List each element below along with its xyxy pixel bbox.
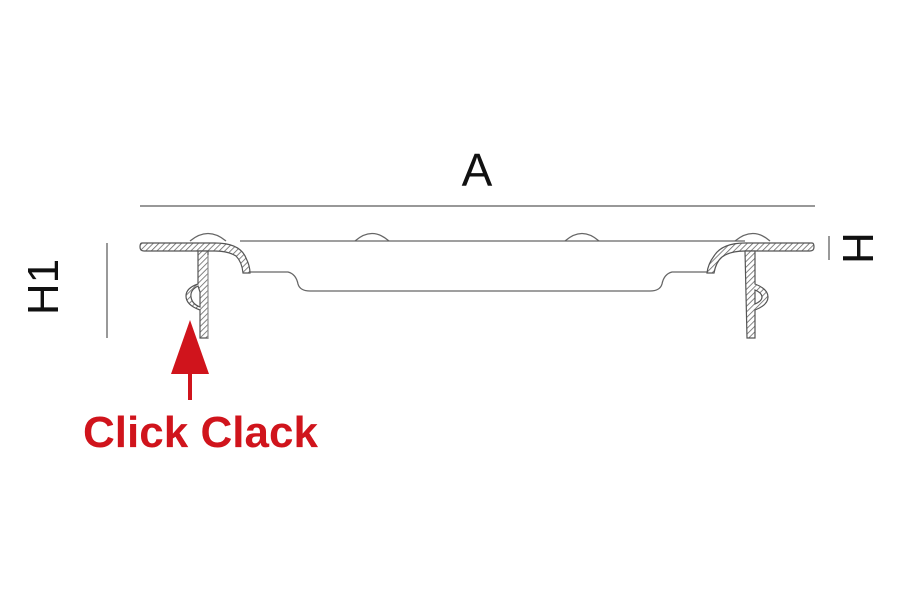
right-rim-profile bbox=[706, 242, 815, 339]
dimension-label-a: A bbox=[462, 144, 493, 196]
left-rim-profile bbox=[139, 242, 251, 339]
dimension-label-h1: H1 bbox=[19, 259, 68, 315]
tray-body bbox=[189, 232, 771, 292]
click-clack-label: Click Clack bbox=[83, 408, 319, 457]
click-clack-arrow bbox=[171, 320, 209, 400]
dimension-label-h: H bbox=[833, 232, 882, 264]
